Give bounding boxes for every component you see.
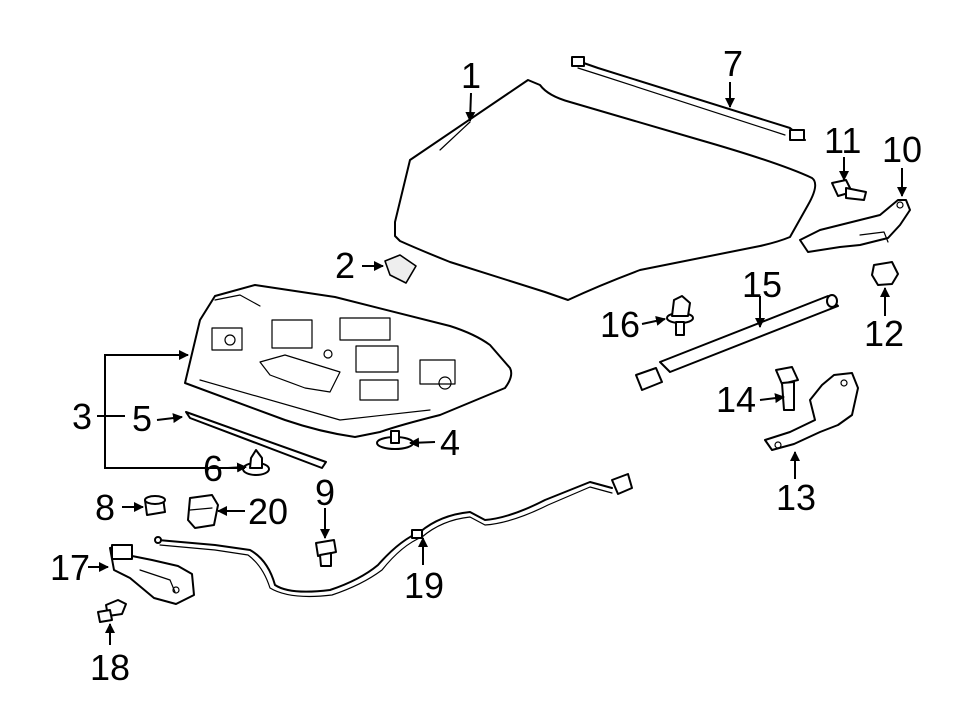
callout-10: 10	[882, 129, 922, 170]
part-20-clip	[187, 494, 219, 529]
part-11-bolt	[831, 179, 867, 201]
callout-5: 5	[132, 398, 152, 439]
callout-2: 2	[335, 245, 355, 286]
callout-labels: 1 2 3 4 5 6 7 8 9 10 11 12 13 14 15 16 1…	[50, 43, 922, 688]
part-19-cable	[154, 473, 633, 598]
part-16-stud	[666, 295, 694, 336]
part-2-seal	[384, 254, 417, 284]
part-13-bracket	[764, 372, 859, 451]
part-8-bumper	[144, 495, 166, 516]
part-17-latch	[109, 544, 195, 605]
callout-9: 9	[315, 472, 335, 513]
part-5-strip	[185, 411, 327, 469]
callout-16: 16	[600, 304, 640, 345]
callout-20: 20	[248, 491, 288, 532]
leader-lines	[88, 82, 907, 645]
part-6-clip	[242, 449, 270, 476]
part-18-bolt	[97, 599, 127, 623]
callout-7: 7	[723, 43, 743, 84]
callout-13: 13	[776, 477, 816, 518]
callout-11: 11	[824, 120, 861, 161]
callout-18: 18	[90, 647, 130, 688]
callout-14: 14	[716, 379, 756, 420]
callout-1: 1	[461, 55, 481, 96]
callout-19: 19	[404, 565, 444, 606]
callout-3: 3	[72, 396, 92, 437]
part-4-pin	[376, 430, 414, 450]
callout-6: 6	[203, 448, 223, 489]
part-12-nut	[871, 261, 899, 286]
callout-4: 4	[440, 422, 460, 463]
callout-17: 17	[50, 547, 90, 588]
part-15-strut	[635, 294, 839, 391]
callout-15: 15	[742, 264, 782, 305]
part-7-rod	[571, 56, 806, 141]
part-1-hood	[394, 79, 817, 301]
part-14-bolt	[775, 366, 799, 411]
callout-8: 8	[95, 487, 115, 528]
part-3-insulator	[184, 284, 513, 438]
callout-12: 12	[864, 313, 904, 354]
part-9-bolt	[315, 539, 337, 567]
part-10-hinge	[799, 199, 911, 253]
